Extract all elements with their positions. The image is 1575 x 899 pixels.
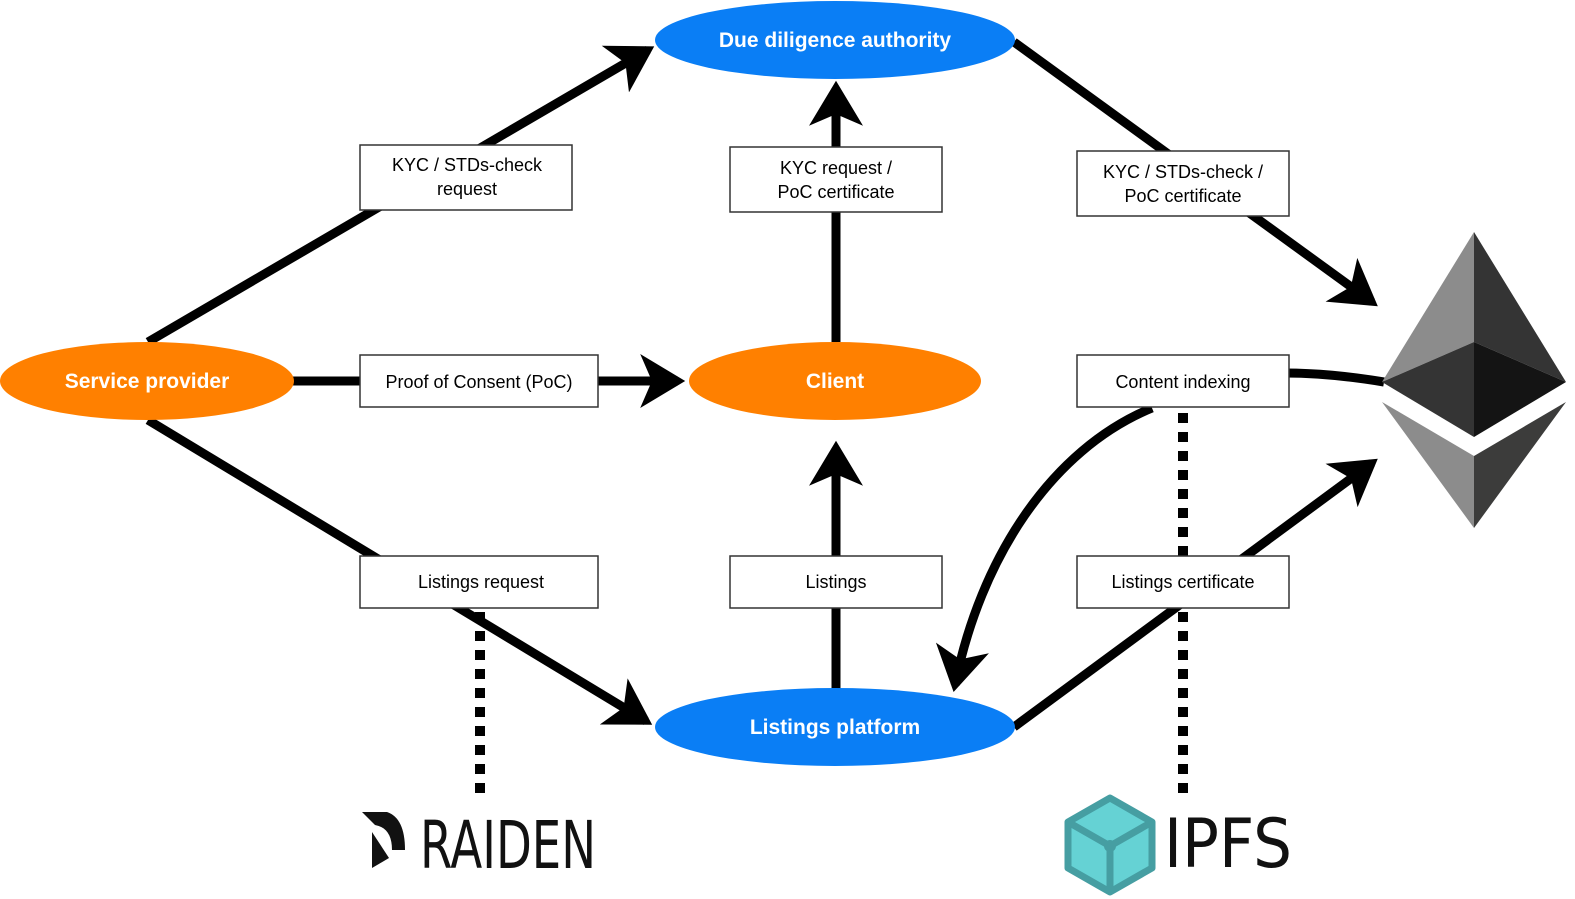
ipfs-logo: IPFS bbox=[1064, 794, 1292, 896]
ipfs-wordmark: IPFS bbox=[1164, 805, 1292, 884]
node-service-provider[interactable]: Service provider bbox=[0, 342, 294, 420]
raiden-logo: RAIDEN bbox=[362, 807, 596, 884]
label-kyc-request-poc-certificate: KYC request / PoC certificate bbox=[729, 146, 943, 213]
edge-content-indexing-to-listings-platform bbox=[935, 403, 1154, 693]
node-label: Listings platform bbox=[750, 716, 920, 739]
edge-ethereum-to-content-indexing bbox=[1284, 368, 1385, 387]
raiden-wordmark: RAIDEN bbox=[420, 807, 596, 884]
ethereum-logo-icon bbox=[1382, 232, 1566, 528]
node-label: Client bbox=[806, 370, 864, 393]
label-text: Content indexing bbox=[1115, 372, 1250, 392]
label-line: PoC certificate bbox=[777, 182, 894, 202]
label-line: PoC certificate bbox=[1124, 186, 1241, 206]
label-line: KYC / STDs-check / bbox=[1103, 162, 1263, 182]
label-proof-of-consent: Proof of Consent (PoC) bbox=[359, 354, 599, 408]
label-listings: Listings bbox=[729, 555, 943, 609]
label-listings-request: Listings request bbox=[359, 555, 599, 609]
label-text: Listings bbox=[805, 572, 866, 592]
ipfs-cube-icon bbox=[1064, 794, 1156, 896]
label-content-indexing: Content indexing bbox=[1076, 354, 1290, 408]
node-due-diligence-authority[interactable]: Due diligence authority bbox=[655, 1, 1015, 79]
label-kyc-stds-check-request: KYC / STDs-check request bbox=[359, 144, 573, 211]
node-label: Service provider bbox=[65, 370, 230, 393]
label-text: Proof of Consent (PoC) bbox=[385, 372, 572, 392]
label-listings-certificate: Listings certificate bbox=[1076, 555, 1290, 609]
label-line: KYC request / bbox=[780, 158, 892, 178]
node-listings-platform[interactable]: Listings platform bbox=[655, 688, 1015, 766]
label-text: Listings certificate bbox=[1111, 572, 1254, 592]
node-client[interactable]: Client bbox=[689, 342, 981, 420]
node-label: Due diligence authority bbox=[719, 29, 952, 52]
label-line: KYC / STDs-check bbox=[392, 155, 543, 175]
label-line: request bbox=[437, 179, 497, 199]
label-kyc-stds-check-poc-certificate: KYC / STDs-check / PoC certificate bbox=[1076, 150, 1290, 217]
label-text: Listings request bbox=[418, 572, 544, 592]
raiden-mark-icon bbox=[362, 812, 405, 868]
